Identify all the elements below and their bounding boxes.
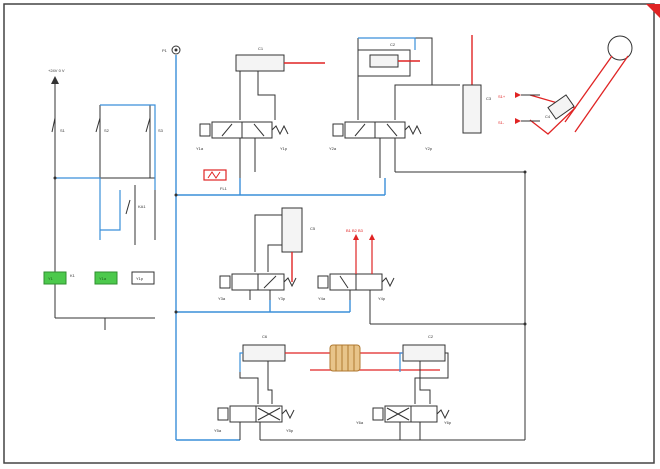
valve-2-right-label: Y2p [425, 146, 433, 151]
sensor-arrow-icon [515, 92, 521, 98]
valve-5-left-label: Y5a [214, 428, 222, 433]
solenoid-coil-icon [219, 275, 231, 289]
supply-arrow-icon [51, 76, 59, 92]
row2-ports [249, 290, 525, 325]
cylinder-c1-label: C1 [258, 46, 264, 51]
cylinder-c4-label: C4 [545, 114, 551, 119]
pneumatic-cylinder-icon [242, 344, 286, 362]
ladder-pneumatic-links [55, 104, 156, 240]
lever-arm-icon [529, 35, 633, 135]
air-source-dot [174, 48, 178, 52]
pneumatic-cylinder-icon [281, 207, 303, 253]
pneumatic-cylinder-icon [235, 54, 285, 72]
valve-4-right-label: Y4p [378, 296, 386, 301]
directional-valve-icon [329, 273, 357, 291]
solenoid-coil-icon [131, 271, 155, 285]
solenoid-coil-icon [199, 123, 211, 137]
cylinder-c1 [235, 54, 325, 72]
solenoid-coil-icon [94, 271, 118, 285]
valve-1-right-label: Y1p [280, 146, 288, 151]
junction-dots [53, 170, 527, 326]
relay-coil-label: K1 [70, 273, 76, 278]
pneumatic-cylinder-icon [402, 344, 446, 362]
row1-links [239, 37, 460, 120]
spring-return-icon [281, 409, 295, 420]
spring-return-icon [283, 277, 297, 288]
switch-s2-label: S2 [104, 128, 110, 133]
sensor-arrow-icon [515, 118, 521, 124]
spring-return-icon [381, 277, 395, 288]
valve-3-left-label: Y3a [218, 296, 226, 301]
valve-6-left-label: Y6a [356, 420, 364, 425]
valve-6 [372, 405, 450, 423]
valve-5-right-label: Y5p [286, 428, 294, 433]
sensor-2-label: S1- [498, 120, 505, 125]
directional-valve-icon [231, 273, 259, 291]
spring-return-icon [404, 124, 422, 136]
cylinder-c5-label: C5 [310, 226, 316, 231]
cylinder-c7-label: C2 [428, 334, 434, 339]
row1-valve-ports [239, 138, 526, 440]
row2-red-outputs [355, 240, 373, 274]
valve-2 [332, 121, 422, 139]
valve-3-right-label: Y3p [278, 296, 286, 301]
pneumatic-cylinder-icon [462, 84, 482, 134]
valve-5 [217, 405, 295, 423]
valve-2-left-label: Y2a [329, 146, 337, 151]
valve-4-left-label: Y4a [318, 296, 326, 301]
supply-label: +24V 0 V [48, 68, 65, 73]
flow-control-label: FL1 [220, 186, 228, 191]
relay-contact-label: KA1 [138, 204, 146, 209]
coil-a-label: Y1 [48, 276, 54, 281]
row3-blue-links [239, 352, 403, 372]
cylinder-c2 [357, 49, 420, 77]
valve-1-left-label: Y1a [196, 146, 204, 151]
solenoid-coil-icon [217, 407, 229, 421]
solenoid-coil-icon [332, 123, 344, 137]
valve-3 [219, 273, 297, 291]
row2-tag-label: B1 B2 B3 [346, 228, 364, 233]
solenoid-coil-icon [43, 271, 67, 285]
directional-valve-icon [229, 405, 257, 423]
cylinder-c2-label: C2 [390, 42, 396, 47]
spring-return-icon [271, 124, 289, 136]
switch-s1-label: S1 [60, 128, 66, 133]
solenoid-coil-icon [317, 275, 329, 289]
spring-return-icon [436, 409, 450, 420]
diagram-frame [3, 3, 655, 464]
relay-contact-icon [125, 199, 131, 215]
flow-control-icon [203, 169, 227, 181]
switch-s3-label: S3 [158, 128, 164, 133]
valve-1 [199, 121, 289, 139]
row3-ports [239, 422, 525, 441]
air-source-label: P1 [162, 48, 168, 53]
coil-b-label: Y1a [99, 276, 107, 281]
switch-s1-icon [51, 117, 56, 133]
clamp-workpiece-icon [329, 344, 361, 372]
cylinder-c3-label: C3 [486, 96, 492, 101]
output-arrow-icon [369, 234, 375, 240]
coil-c-label: Y1p [136, 276, 144, 281]
main-pressure-line [175, 55, 386, 441]
row1-blue-links [358, 37, 416, 50]
valve-4 [317, 273, 395, 291]
sensor-1-label: S1+ [498, 94, 506, 99]
corner-marker-icon [646, 4, 660, 18]
valve-6-right-label: Y6p [444, 420, 452, 425]
switch-s3-icon [145, 117, 151, 133]
switch-s2-icon [95, 117, 101, 133]
solenoid-coil-icon [372, 407, 384, 421]
row2-links [254, 214, 282, 272]
cylinder-c6-label: C6 [262, 334, 268, 339]
output-arrow-icon [353, 234, 359, 240]
